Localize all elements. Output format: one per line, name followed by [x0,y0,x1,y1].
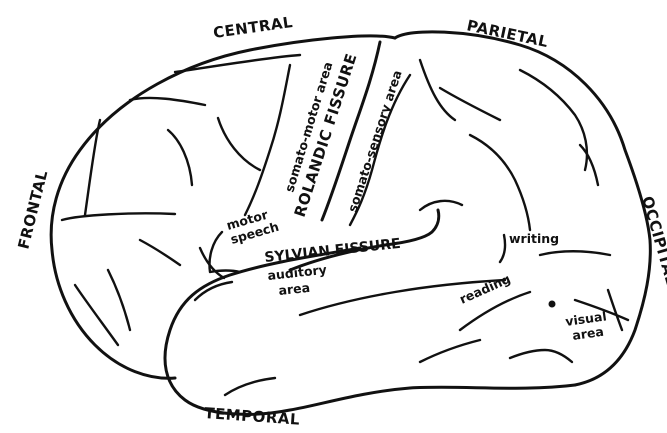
sulcus-1 [175,55,300,72]
sulcus-6 [62,213,175,220]
sulcus-20 [608,290,622,330]
writing-label: writing [509,231,559,246]
sulcus-25 [225,378,275,395]
sulcus-22 [420,340,480,362]
sulcus-12 [520,70,587,170]
auditory-area-label-line1: auditory [267,262,328,283]
central-label: CENTRAL [212,13,294,42]
sulcus-10 [245,65,290,215]
sulcus-5 [168,130,192,185]
sylvian-fissure-label: SYLVIAN FISSURE [264,236,402,266]
sulcus-7 [140,240,180,265]
brain-outline-frontal-top [395,32,650,385]
occipital-label: OCCIPITAL [638,194,667,287]
sulcus-9 [75,285,118,345]
sulcus-16 [470,135,530,230]
visual-area-label-line2: area [571,324,604,343]
sulcus-3 [130,98,205,105]
sulcus-11 [420,60,455,120]
sulcus-18 [540,251,610,255]
auditory-area-label-line2: area [278,280,311,298]
sulcus-4 [218,118,260,170]
somato-sensory-area-label: somato-sensory area [345,68,405,214]
temporal-label: TEMPORAL [204,404,301,429]
sulcus-13 [580,145,598,185]
sulcus-23 [510,350,572,362]
frontal-label: FRONTAL [14,168,51,251]
writing-tick [500,235,505,262]
sulcus-17 [420,201,462,210]
brain-outline-temporal [165,248,575,414]
sulcus-27 [195,282,232,300]
sulcus-8 [108,270,130,330]
parietal-label: PARIETAL [465,16,550,51]
visual-area-dot [549,301,556,308]
